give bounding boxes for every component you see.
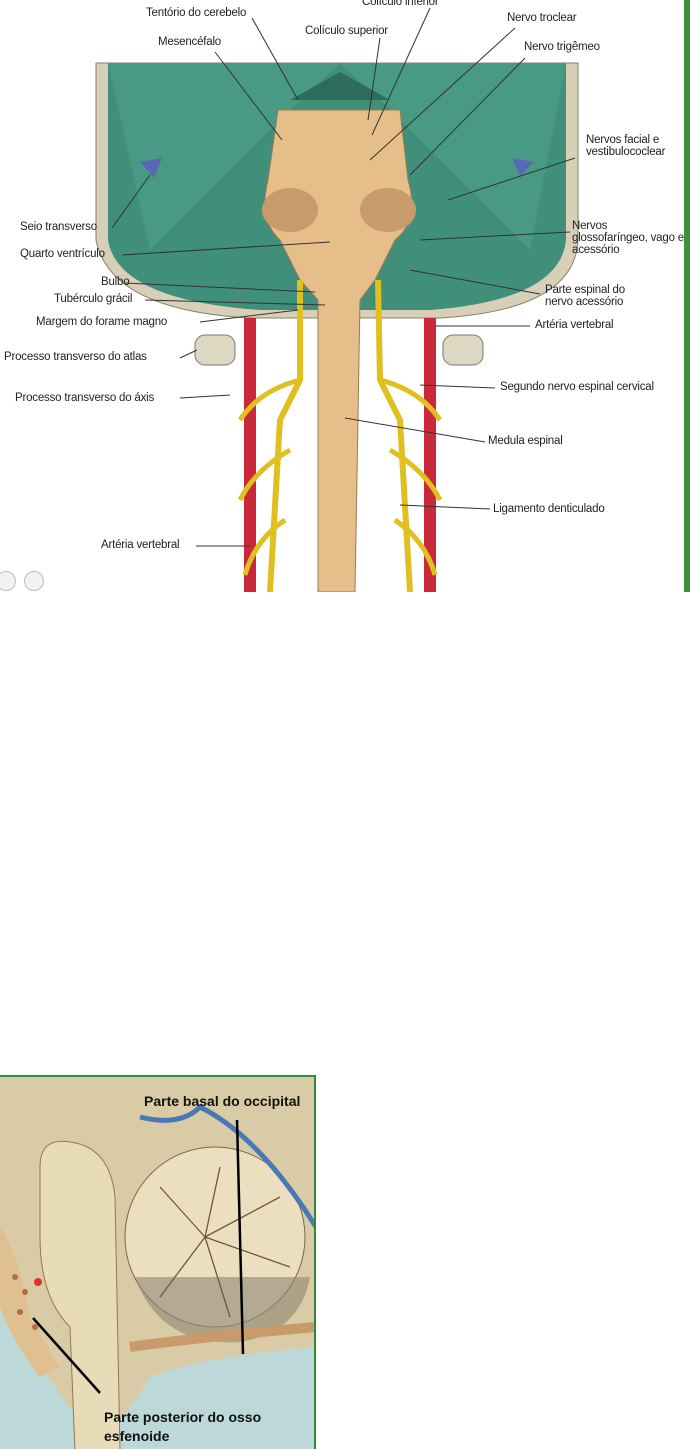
label-ligamento-denticulado: Ligamento denticulado [493,503,605,515]
label-processo-axis: Processo transverso do áxis [15,392,155,404]
more-options-button[interactable] [24,571,44,591]
label-arteria-vertebral-left: Artéria vertebral [101,539,180,551]
label-nervo-troclear: Nervo troclear [507,12,577,24]
label-parte-espinal: Parte espinal do nervo acessório [545,284,625,308]
label-quarto-ventriculo: Quarto ventrículo [20,248,105,260]
label-bulbo: Bulbo [101,276,130,288]
label-parte-posterior: Parte posterior do osso esfenoide [104,1409,262,1444]
label-nervos-glosso: Nervos glossofaríngeo, vago e acessório [572,220,684,256]
label-coliculo-superior: Colículo superior [305,25,388,37]
label-tuberculo-gracil: Tubérculo grácil [54,293,133,305]
label-tentorio: Tentório do cerebelo [146,7,247,19]
brainstem-illustration [95,0,690,592]
label-seio-transverso: Seio transverso [20,221,97,233]
sagittal-section-figure: Parte basal do occipital Parte posterior… [0,1075,316,1449]
label-arteria-vertebral-right: Artéria vertebral [535,319,614,331]
label-margem-forame: Margem do forame magno [36,316,168,328]
label-mesencefalo: Mesencéfalo [158,36,222,48]
brainstem-posterior-view-figure: Colículo inferior Tentório do cerebelo C… [0,0,690,592]
label-coliculo-inferior: Colículo inferior [362,0,439,8]
label-segundo-nervo: Segundo nervo espinal cervical [500,381,654,393]
label-processo-atlas: Processo transverso do atlas [4,351,147,363]
sagittal-illustration [0,1077,314,1449]
label-nervo-trigemeo: Nervo trigêmeo [524,41,600,53]
label-medula-espinal: Medula espinal [488,435,563,447]
label-nervos-facial: Nervos facial e vestibulococlear [586,134,666,158]
slide-control-button[interactable] [0,571,16,591]
label-parte-basal: Parte basal do occipital [144,1093,301,1109]
